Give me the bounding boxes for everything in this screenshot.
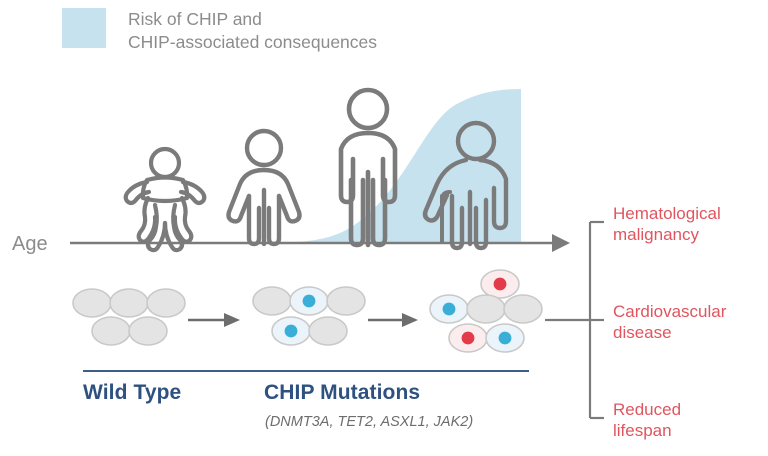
cell-mutant-blue	[485, 323, 525, 353]
nucleus-blue-icon	[498, 331, 512, 345]
baby-figure	[123, 146, 207, 253]
nucleus-red-icon	[461, 331, 475, 345]
outcome-line-1: Cardiovascular	[613, 302, 727, 321]
chip-mutations-rule	[264, 370, 529, 372]
cell-cluster-chip-mutations	[252, 286, 366, 346]
cell	[466, 294, 506, 324]
adult-figure	[338, 87, 398, 248]
cell-mutant-red	[480, 269, 520, 299]
risk-curve-area	[265, 89, 521, 243]
outcome-line-2: lifespan	[613, 421, 672, 440]
wild-type-rule	[83, 370, 300, 372]
wild-type-label: Wild Type	[83, 381, 182, 404]
outcome-reduced-lifespan: Reduced lifespan	[613, 399, 681, 441]
cell-mutant-blue	[289, 286, 329, 316]
cell	[146, 288, 186, 318]
cell-mutant-blue	[429, 294, 469, 324]
cell	[503, 294, 543, 324]
chip-mutations-label: CHIP Mutations	[264, 381, 421, 404]
cluster-arrow-2	[368, 313, 418, 327]
nucleus-blue-icon	[442, 302, 456, 316]
cluster-arrow-1	[188, 313, 240, 327]
legend: Risk of CHIP and CHIP-associated consequ…	[62, 8, 377, 54]
child-figure	[226, 128, 302, 247]
cell	[128, 316, 168, 346]
cell	[72, 288, 112, 318]
outcome-line-2: disease	[613, 323, 672, 342]
outcomes-bracket	[545, 220, 604, 420]
legend-text: Risk of CHIP and CHIP-associated consequ…	[128, 8, 377, 54]
legend-swatch-icon	[62, 8, 106, 48]
nucleus-blue-icon	[284, 324, 298, 338]
cell-cluster-wild-type	[72, 288, 186, 346]
outcome-line-1: Reduced	[613, 400, 682, 419]
cell	[109, 288, 149, 318]
outcome-line-1: Hematological	[613, 204, 721, 223]
cell	[252, 286, 292, 316]
age-axis	[70, 234, 570, 252]
cell	[91, 316, 131, 346]
chip-genes-label: (DNMT3A, TET2, ASXL1, JAK2)	[265, 414, 474, 430]
legend-line-1: Risk of CHIP and	[128, 9, 262, 29]
legend-line-2: CHIP-associated consequences	[128, 32, 378, 52]
nucleus-blue-icon	[302, 294, 316, 308]
cell-mutant-blue	[271, 316, 311, 346]
cell	[308, 316, 348, 346]
cell-mutant-red	[448, 323, 488, 353]
cell	[326, 286, 366, 316]
age-axis-label: Age	[12, 233, 48, 255]
outcome-cardiovascular-disease: Cardiovascular disease	[613, 301, 726, 343]
cell-cluster-expanded	[429, 269, 543, 353]
nucleus-red-icon	[493, 277, 507, 291]
outcome-line-2: malignancy	[613, 225, 699, 244]
outcome-hematological-malignancy: Hematological malignancy	[613, 203, 721, 245]
